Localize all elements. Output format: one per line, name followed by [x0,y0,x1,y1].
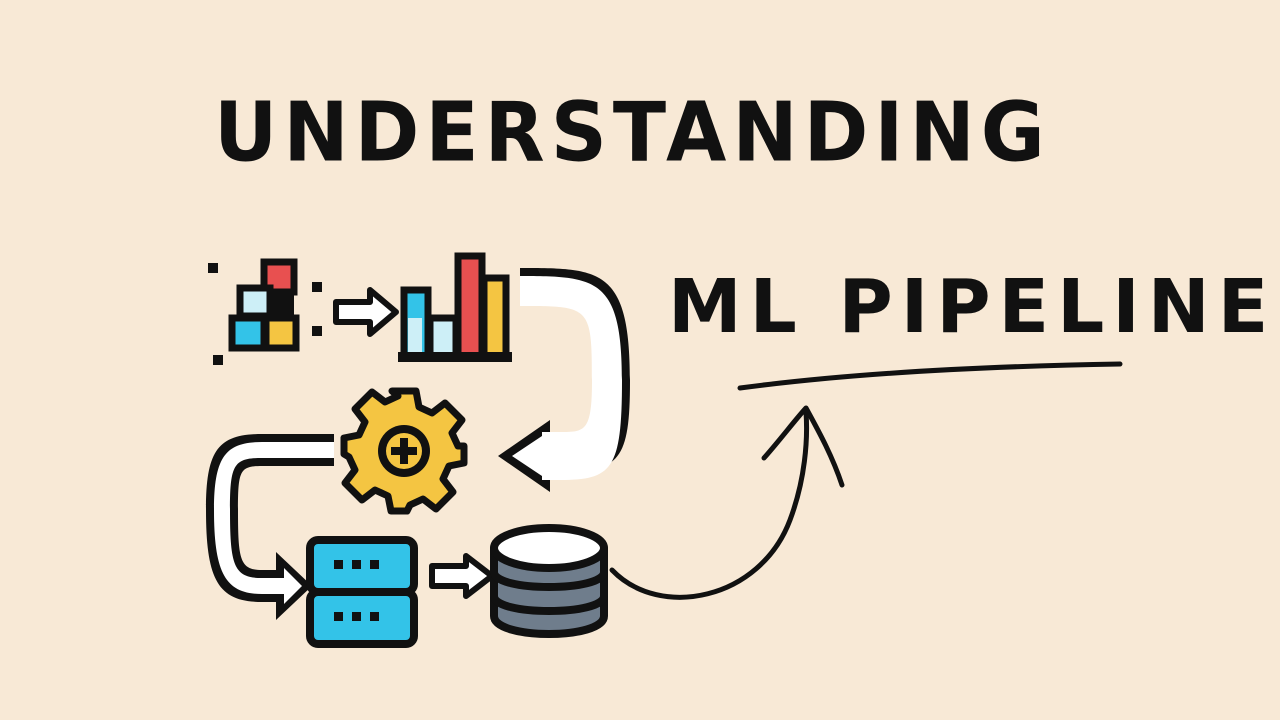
arrow-chart-to-gear [498,268,630,492]
server-icon [306,536,418,648]
title-underline [737,361,1123,391]
title-understanding: UNDERSTANDING [214,85,1051,181]
bar-chart-icon [398,252,512,362]
arrow-gear-to-server [206,434,334,620]
gear-plus-icon [340,387,468,515]
arrow-server-to-database [429,553,495,599]
arrow-data-to-chart [333,287,399,337]
database-icon [490,524,608,638]
curved-arrow-icon [609,405,845,600]
title-ml-pipelines: ML PIPELINES [668,264,1280,350]
scatter-data-icon [208,258,322,365]
